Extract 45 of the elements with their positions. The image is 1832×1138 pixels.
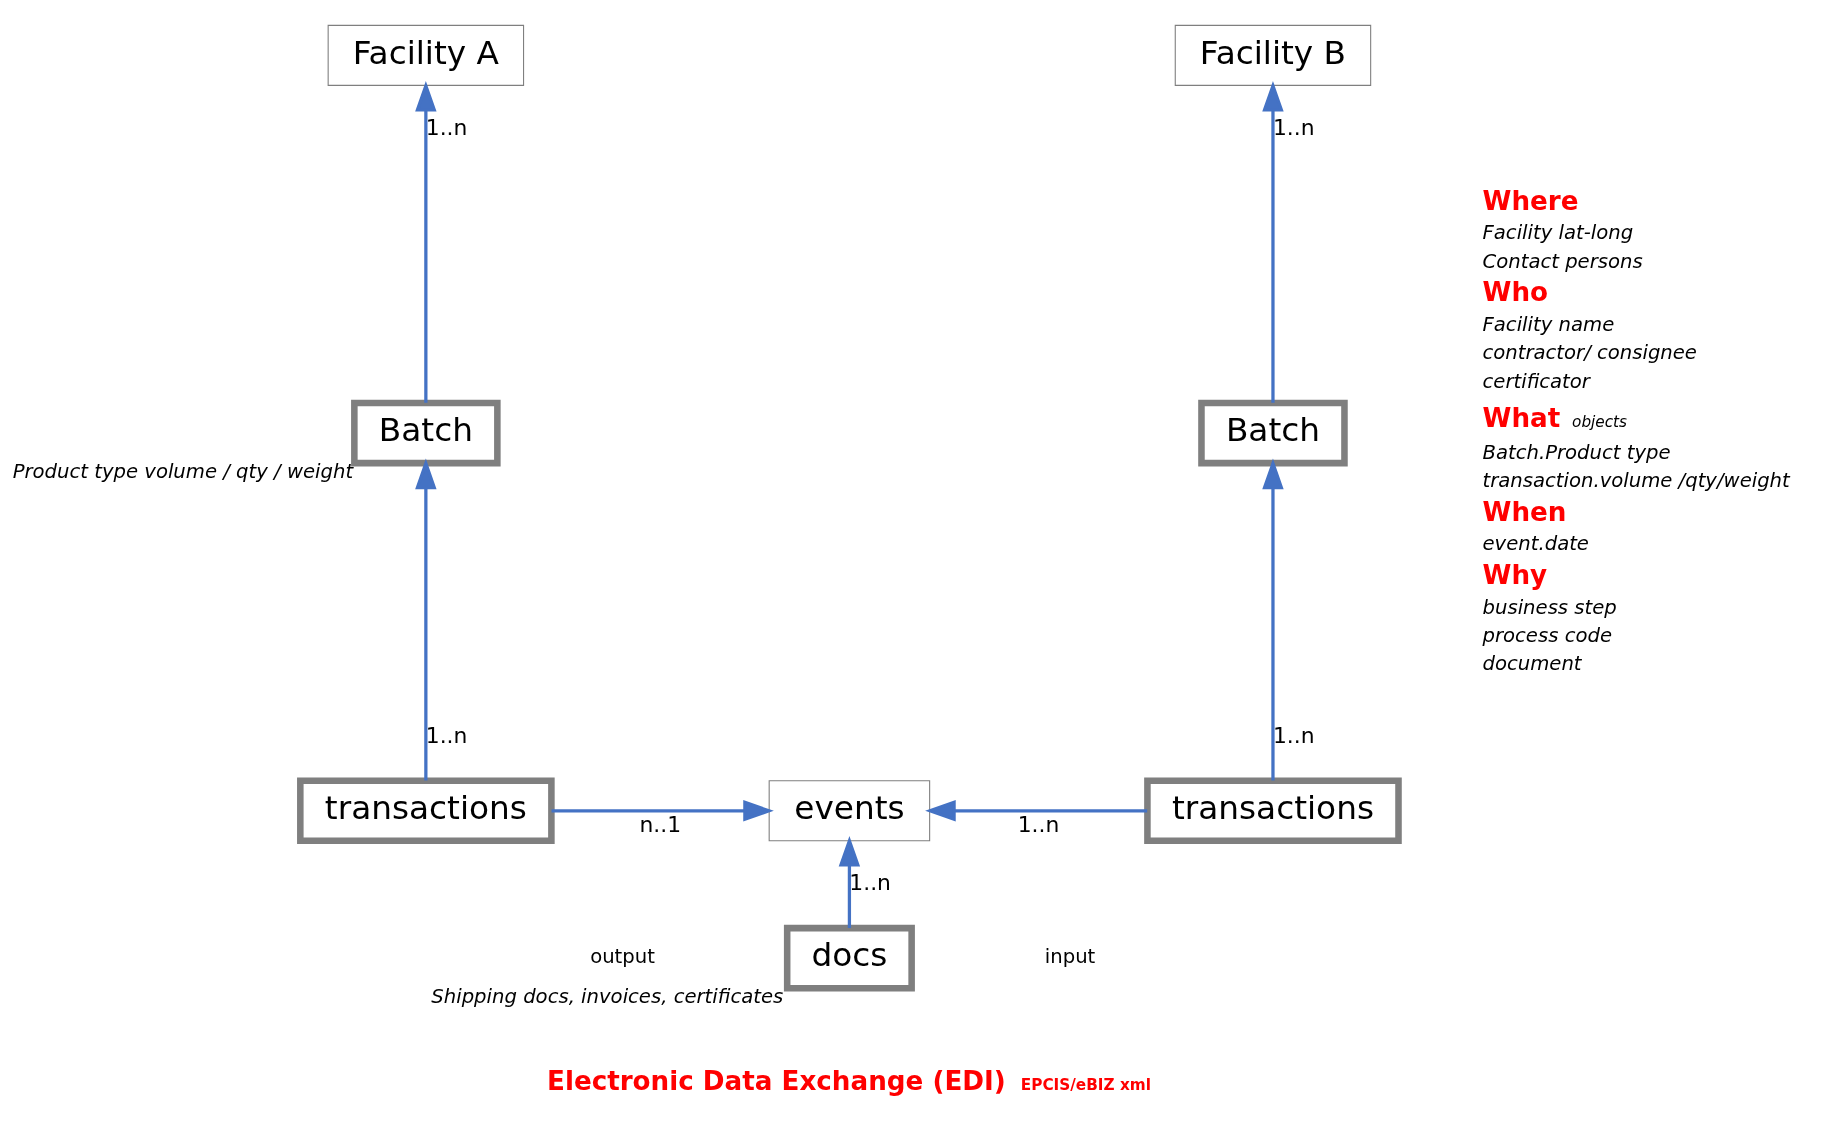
node-label: Shipping docs, invoices, certificates <box>431 984 784 1008</box>
label: business step <box>1482 595 1617 619</box>
label: input <box>1044 944 1096 968</box>
edge-label: 1..n <box>1017 811 1060 837</box>
label: process code <box>1482 624 1612 648</box>
label: Electronic Data Exchange (EDI) <box>547 1065 1006 1096</box>
node-label: Product type volume / qty / weight <box>12 459 354 483</box>
label: Who <box>1482 277 1549 308</box>
edge-label: 1..n <box>1272 114 1315 140</box>
label: Where <box>1482 185 1579 216</box>
edge-label: 1..n <box>425 722 468 748</box>
edge-label: 1..n <box>849 869 891 895</box>
label: Contact persons <box>1482 249 1643 273</box>
label: certificator <box>1482 369 1590 393</box>
node-box: Batch <box>351 399 501 467</box>
arrow <box>551 800 774 822</box>
label: What <box>1482 402 1561 433</box>
edge-label: 1..n <box>425 114 468 140</box>
label: Batch.Product type <box>1482 440 1671 464</box>
node-box: Batch <box>1198 399 1348 467</box>
arrow <box>415 80 437 403</box>
label: Facility lat-long <box>1482 221 1634 245</box>
label: output <box>590 944 655 968</box>
arrow <box>1262 80 1284 403</box>
label: transaction.volume /qty/weight <box>1482 469 1790 493</box>
label: Why <box>1482 559 1548 590</box>
arrow <box>838 835 861 929</box>
edge-label: 1..n <box>1272 722 1315 748</box>
arrow <box>1262 458 1284 781</box>
label: When <box>1482 496 1567 527</box>
label: document <box>1482 652 1582 676</box>
node-box: transactions <box>297 777 555 845</box>
label: event.date <box>1482 532 1589 556</box>
label: Facility name <box>1482 312 1615 336</box>
label: EPCIS/eBIZ xml <box>1020 1075 1151 1094</box>
arrow <box>925 800 1148 822</box>
node-box: docs <box>783 924 915 992</box>
node-box: events <box>768 780 931 842</box>
node-box: transactions <box>1144 777 1402 845</box>
arrow <box>415 458 437 781</box>
edge-label: n..1 <box>639 811 682 837</box>
node-box: Facility B <box>1174 24 1372 86</box>
node-box: Facility A <box>327 24 525 86</box>
label: contractor/ consignee <box>1482 341 1697 365</box>
label: objects <box>1572 412 1628 431</box>
